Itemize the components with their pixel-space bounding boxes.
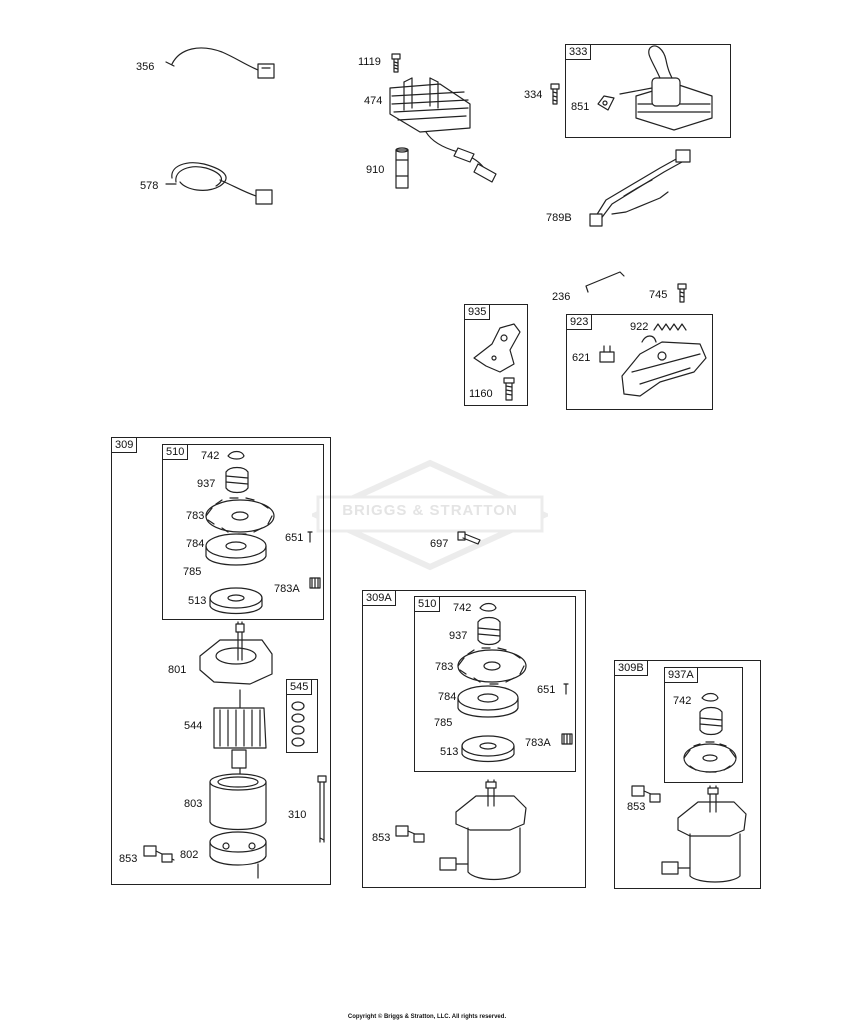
part-474-armature (389, 77, 497, 183)
group-tag-510-a: 510 (162, 444, 189, 460)
label-309-part-651: 651 (285, 532, 304, 544)
label-309-part-802: 802 (180, 849, 199, 861)
label-part-922: 922 (630, 321, 649, 333)
label-309-part-310: 310 (288, 809, 307, 821)
group-box-309 (111, 437, 331, 885)
part-309A-853-connector (395, 825, 425, 843)
part-803-frame (209, 773, 267, 831)
label-part-697: 697 (430, 538, 449, 550)
label-309B-part-853: 853 (627, 801, 646, 813)
label-part-910: 910 (366, 164, 385, 176)
label-309-part-784: 784 (186, 538, 205, 550)
part-801-end-cap (199, 621, 273, 685)
label-309A-part-853: 853 (372, 832, 391, 844)
group-tag-309A: 309A (362, 590, 396, 606)
part-309B-853-connector (631, 785, 661, 803)
group-tag-309: 309 (111, 437, 138, 453)
group-tag-545: 545 (286, 679, 313, 695)
part-356-wire (165, 47, 275, 79)
part-1119-screw (391, 53, 401, 73)
part-309-651-screw (307, 531, 313, 543)
part-544-armature (213, 689, 267, 779)
part-309-pinion-stack (205, 450, 275, 615)
group-tag-333: 333 (565, 44, 592, 60)
part-309-783A-collar (309, 577, 321, 589)
label-309A-part-783A: 783A (525, 737, 551, 749)
part-310-bolt (317, 775, 327, 843)
part-545-washers (291, 701, 305, 747)
label-309A-part-784: 784 (438, 691, 457, 703)
part-309B-motor (661, 785, 747, 883)
part-697-screw (457, 531, 481, 545)
label-part-236: 236 (552, 291, 571, 303)
label-309-part-937: 937 (197, 478, 216, 490)
label-309-part-785: 785 (183, 566, 202, 578)
part-309-853-connector (143, 845, 175, 863)
part-621-part (599, 345, 615, 363)
label-309-part-783A: 783A (274, 583, 300, 595)
part-923-bracket (621, 335, 707, 397)
part-333-armature (619, 45, 713, 131)
group-box-333 (565, 44, 731, 138)
part-309B-pinion-stack (683, 692, 737, 773)
label-309-part-513: 513 (188, 595, 207, 607)
part-236-link (585, 271, 625, 293)
label-309-part-742: 742 (201, 450, 220, 462)
label-part-789B: 789B (546, 212, 572, 224)
label-part-745: 745 (649, 289, 668, 301)
part-1160-screw (503, 377, 515, 401)
label-309A-part-783: 783 (435, 661, 454, 673)
label-part-1119: 1119 (358, 56, 381, 68)
label-part-356: 356 (136, 61, 155, 73)
label-part-334: 334 (524, 89, 543, 101)
label-309B-part-742: 742 (673, 695, 692, 707)
group-tag-309B: 309B (614, 660, 648, 676)
label-309-part-803: 803 (184, 798, 203, 810)
label-part-1160: 1160 (469, 388, 493, 400)
group-box-309B (614, 660, 761, 889)
label-309-part-544: 544 (184, 720, 203, 732)
part-910-spacer (395, 147, 409, 189)
part-851-clip (597, 95, 615, 111)
group-box-309A (362, 590, 586, 888)
label-309-part-801: 801 (168, 664, 187, 676)
part-309A-651-screw (563, 683, 569, 695)
part-578-wire (165, 162, 273, 205)
part-935-bracket (473, 323, 521, 373)
part-802-end-cap (209, 831, 267, 879)
label-309A-part-651: 651 (537, 684, 556, 696)
part-309A-783A-collar (561, 733, 573, 745)
part-309A-pinion-stack (457, 602, 527, 763)
label-309A-part-742: 742 (453, 602, 472, 614)
label-309A-part-513: 513 (440, 746, 459, 758)
label-part-621: 621 (572, 352, 591, 364)
label-part-851: 851 (571, 101, 590, 113)
group-tag-935: 935 (464, 304, 491, 320)
group-tag-923: 923 (566, 314, 593, 330)
group-tag-937A: 937A (664, 667, 698, 683)
part-334-screw (550, 83, 560, 105)
group-box-935 (464, 304, 528, 406)
brand-watermark-text: BRIGGS & STRATTON (342, 502, 518, 519)
copyright-notice: Copyright © Briggs & Stratton, LLC. All … (347, 1014, 507, 1020)
part-309A-motor (439, 779, 527, 881)
label-309A-part-785: 785 (434, 717, 453, 729)
part-745-screw (677, 283, 687, 303)
label-309A-part-937: 937 (449, 630, 468, 642)
group-box-937A (664, 667, 743, 783)
label-309-part-853: 853 (119, 853, 138, 865)
part-922-spring (653, 323, 687, 331)
label-part-474: 474 (364, 95, 383, 107)
group-tag-510-b: 510 (414, 596, 441, 612)
group-box-510-b (414, 596, 576, 772)
group-box-923 (566, 314, 713, 410)
part-789B-harness (589, 149, 691, 227)
brand-watermark-logo (312, 459, 548, 571)
label-309-part-783: 783 (186, 510, 205, 522)
group-box-510-a (162, 444, 324, 620)
label-part-578: 578 (140, 180, 159, 192)
